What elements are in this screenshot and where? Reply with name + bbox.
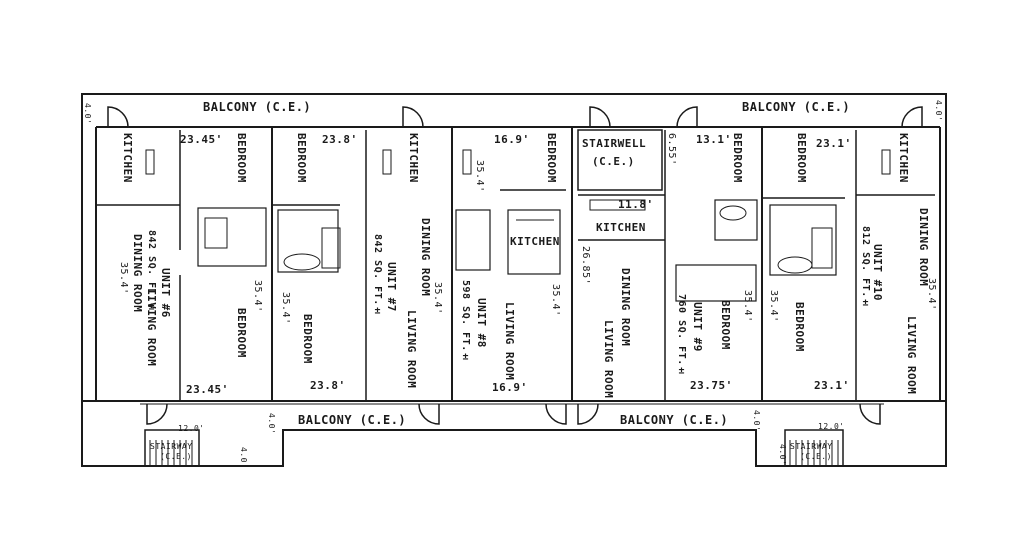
dim-4-0: 4.0' [239,447,248,469]
unit9-dim-kitchen: 11.8' [618,198,654,211]
stairway-right-ce-label: (C.E.) [800,452,832,461]
unit8-dim-bottom: 16.9' [492,381,528,394]
unit6-area: 842 SQ. FT.± [146,230,157,314]
balcony-top-right-label: BALCONY (C.E.) [742,100,851,114]
unit7-living-label: LIVING ROOM [405,310,418,389]
unit10-living-label: LIVING ROOM [905,316,918,395]
stairwell-ce-label: (C.E.) [592,155,635,168]
dim-12-0: 12.0' [178,424,205,433]
unit9-dim-top: 13.1' [696,133,732,146]
unit9-bedroom-top-label: BEDROOM [731,133,744,183]
door-swing [676,106,698,128]
unit6-dim-depth: 35.4' [118,262,129,295]
unit8-dim-top: 16.9' [494,133,530,146]
unit9-kitchen-label: KITCHEN [596,221,646,234]
unit9-dim-depth: 26.85' [580,246,591,286]
dim-4-0: 4.0' [778,444,787,466]
unit8-kitchen-label: KITCHEN [510,235,560,248]
unit7-dim-bedroom: 35.4' [280,292,291,325]
unit7-area: 842 SQ. FT.± [372,234,383,318]
dim-4-0: 4.0' [83,103,92,125]
unit10-kitchen-label: KITCHEN [897,133,910,183]
unit6-kitchen-label: KITCHEN [121,133,134,183]
unit7-name: UNIT #7 [385,262,398,312]
stairway-left-box [144,429,200,467]
unit10-name: UNIT #10 [871,244,884,301]
unit10-dining-label: DINING ROOM [917,208,930,287]
unit9-dim-stair: 6.55' [666,133,677,166]
unit9-bedroom-bottom-label: BEDROOM [719,300,732,350]
door-swing [589,106,611,128]
unit8-name: UNIT #8 [475,298,488,348]
unit7-dim-bottom: 23.8' [310,379,346,392]
unit8-dim-living: 35.4' [550,284,561,317]
door-swing [146,403,168,425]
door-swing [402,106,424,128]
unit8-dim-depth: 35.4' [474,160,485,193]
door-swing [859,403,881,425]
unit7-kitchen-label: KITCHEN [407,133,420,183]
unit7-dining-label: DINING ROOM [419,218,432,297]
unit8-living-label: LIVING ROOM [503,302,516,381]
stairwell-box [577,129,663,191]
unit9-area: 760 SQ. FT.± [676,294,687,378]
stairway-left-ce-label: (C.E.) [160,452,192,461]
unit10-area: 812 SQ. FT.± [860,226,871,310]
unit6-dim-top: 23.45' [180,133,223,146]
dim-4-0: 4.0' [934,100,943,122]
unit7-bedroom-top-label: BEDROOM [295,133,308,183]
unit6-dim-bedroom: 35.4' [252,280,263,313]
door-swing [418,403,440,425]
unit6-bedroom-top-label: BEDROOM [235,133,248,183]
door-swing [107,106,129,128]
door-swing [901,106,923,128]
unit6-name: UNIT #6 [159,268,172,318]
stairway-right-label: STAIRWAY [790,442,833,451]
stairwell-label: STAIRWELL [582,137,647,150]
door-swing [545,403,567,425]
door-swing [577,403,599,425]
unit9-living-label: LIVING ROOM [602,320,615,399]
unit7-dim-top: 23.8' [322,133,358,146]
balcony-top-left-label: BALCONY (C.E.) [203,100,312,114]
unit9-dim-bottom: 23.75' [690,379,733,392]
unit10-dim-depth: 35.4' [926,278,937,311]
unit10-dim-top: 23.1' [816,137,852,150]
unit6-living-label: LIVING ROOM [145,288,158,367]
stairway-left-label: STAIRWAY [150,442,193,451]
unit6-bedroom-bottom-label: BEDROOM [235,308,248,358]
unit8-bedroom-label: BEDROOM [545,133,558,183]
unit7-bedroom-bottom-label: BEDROOM [301,314,314,364]
unit10-bedroom-bottom-label: BEDROOM [793,302,806,352]
unit9-name: UNIT #9 [691,302,704,352]
unit8-area: 598 SQ. FT.± [460,280,471,364]
unit7-dim-depth: 35.4' [432,282,443,315]
dim-12-0: 12.0' [818,422,845,431]
balcony-bottom-right-label: BALCONY (C.E.) [620,413,729,427]
balcony-bottom-left-label: BALCONY (C.E.) [298,413,407,427]
unit9-dining-label: DINING ROOM [619,268,632,347]
unit10-dim-bedroom: 35.4' [768,290,779,323]
unit10-dim-bottom: 23.1' [814,379,850,392]
dim-4-0: 4.0' [752,410,761,432]
unit6-dim-bottom: 23.45' [186,383,229,396]
unit6-dining-living-label: DINING ROOM [131,234,144,313]
unit10-bedroom-top-label: BEDROOM [795,133,808,183]
unit9-dim-bedroom: 35.4' [742,290,753,323]
dim-4-0: 4.0' [267,413,276,435]
